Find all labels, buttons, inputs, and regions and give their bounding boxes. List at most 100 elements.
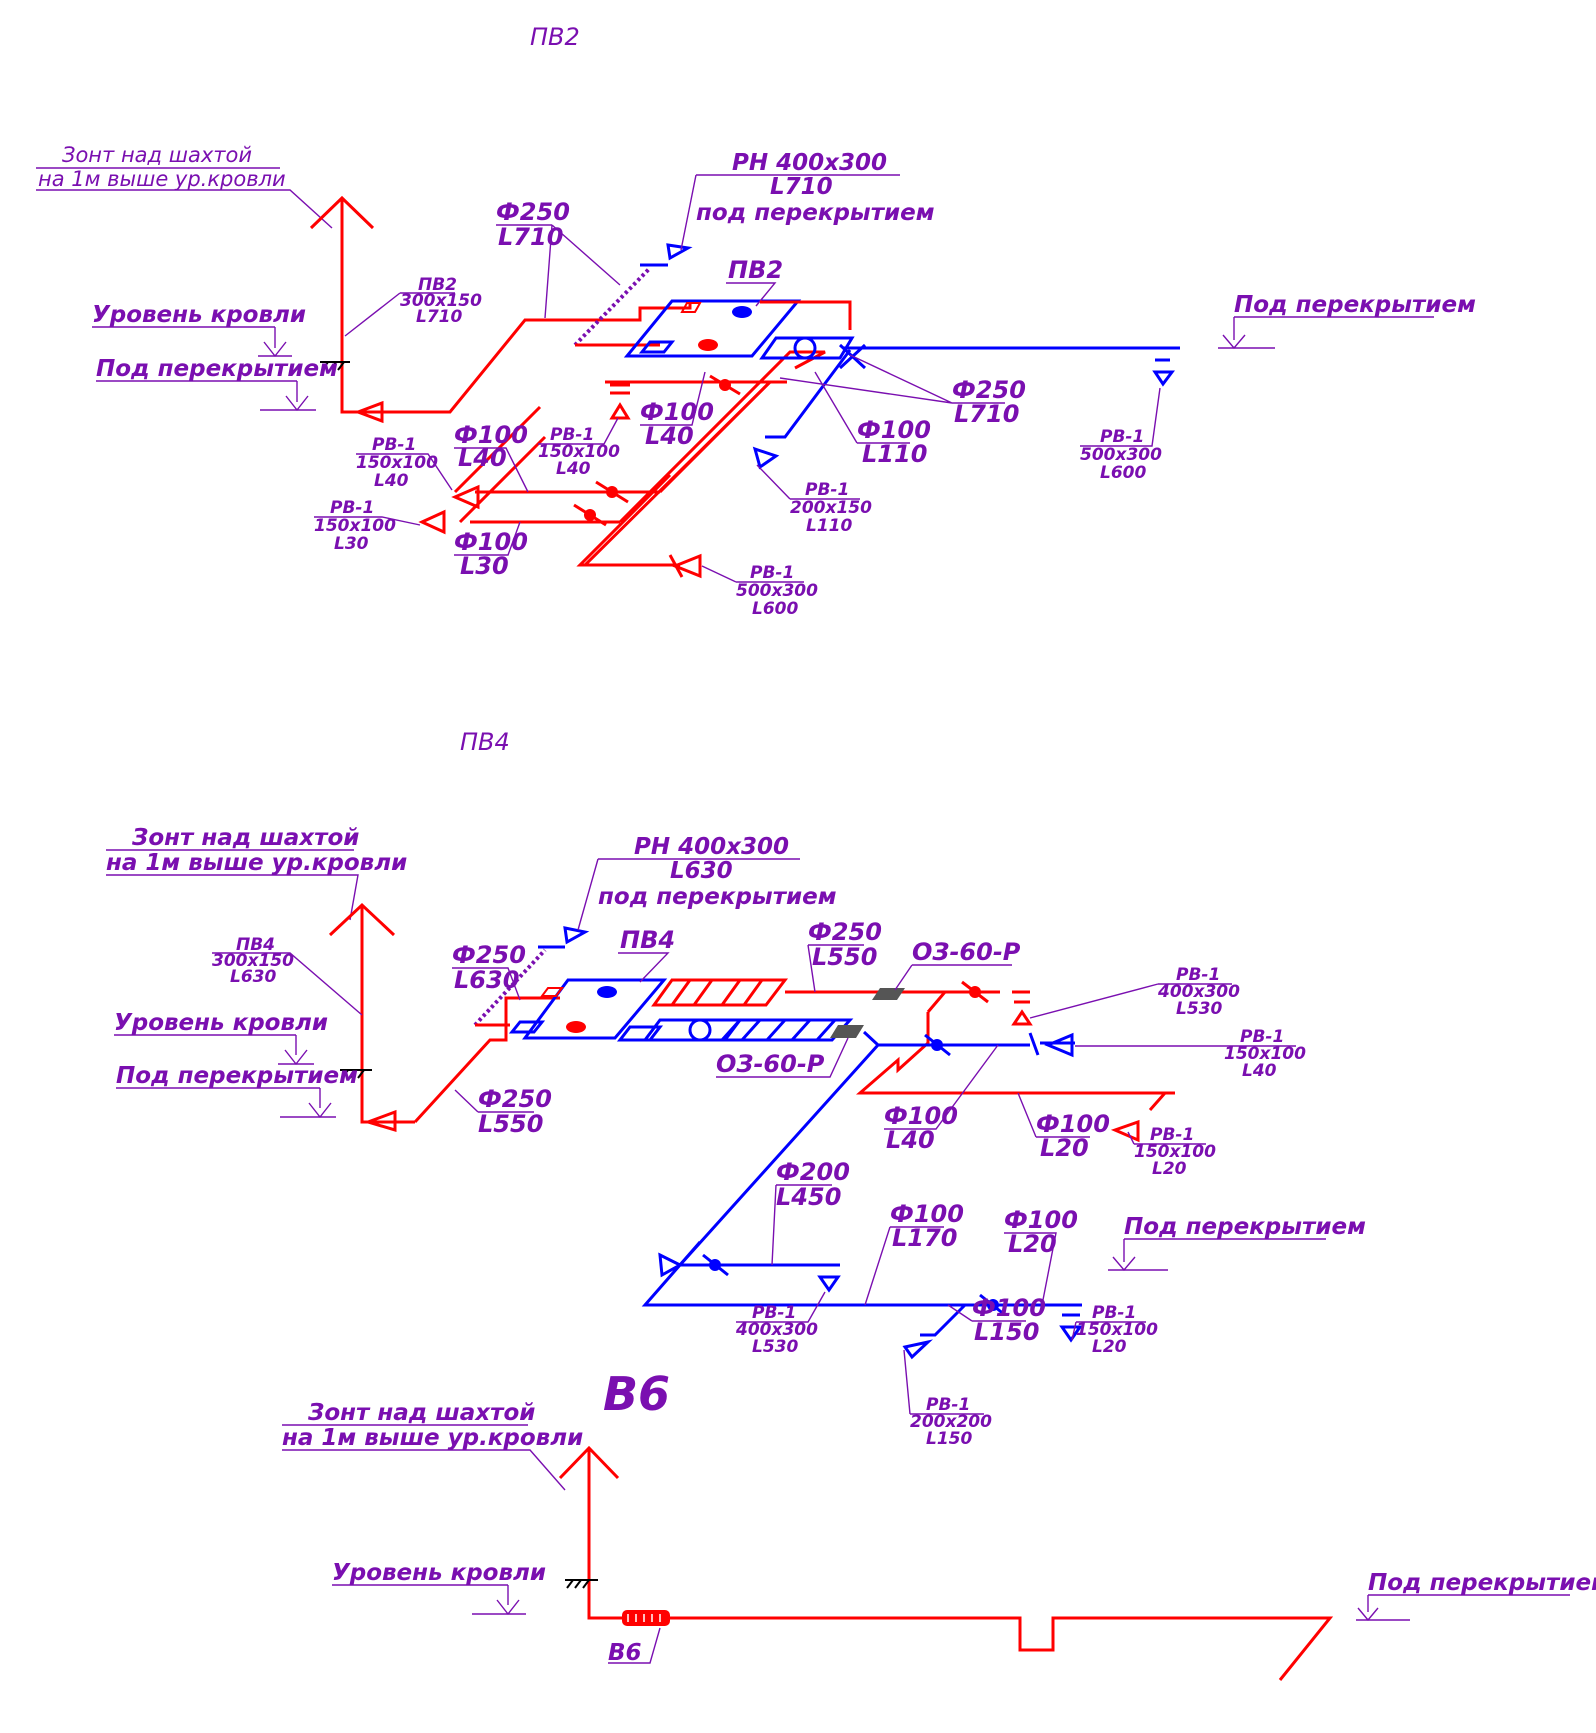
pv4-duct-100-c-leader: [864, 1226, 944, 1306]
pv2-rv-e-len: L110: [806, 516, 852, 536]
pv4-under-ceiling-left-marker: [116, 1087, 336, 1119]
pv2-valve-stems: [573, 374, 741, 527]
pv2-rv-a-leader: [356, 453, 453, 491]
pv4-supply-silencer-cells: [670, 979, 764, 1006]
pv2-intake-length: L710: [770, 174, 833, 200]
pv2-shaft-tag-name: ПВ2: [418, 275, 457, 295]
pv4-shaft-duct: [360, 905, 415, 1124]
pv4-rv-c-leader: [1127, 1131, 1206, 1145]
v6-tag: В6: [608, 1640, 642, 1666]
v6-umbrella-leader: [282, 1424, 566, 1491]
pv2-duct-100-b-leader: [454, 447, 529, 493]
pv4-intake-length: L630: [670, 858, 733, 884]
pv4-rv-d-leader: [736, 1291, 826, 1323]
pv4-rv-a-len: L530: [1176, 999, 1222, 1019]
v6-roof-level-label: Уровень кровли: [332, 1560, 546, 1586]
v6-umbrella-icon: [558, 1445, 620, 1480]
pv2-duct-100-c-dia: Ф100: [640, 398, 714, 426]
pv4-intake-louver-icon: [473, 948, 547, 1027]
pv2-duct-100-c-leader: [640, 371, 706, 426]
pv4-exhaust-riser: [676, 1043, 880, 1267]
pv4-rv-e-icon: [1059, 1325, 1083, 1343]
pv2-rv-e-size: 200x150: [790, 498, 872, 518]
pv4-fire-damper-a-icon: [872, 988, 905, 1000]
pv4-shaft-tag-length: L630: [230, 967, 276, 987]
pv4-unit-supply-flange: [540, 987, 564, 997]
pv2-rv-d-len: L600: [1100, 463, 1146, 483]
pv4-supply-main: [413, 996, 560, 1124]
pv4-duct-100-a-leader: [884, 1044, 999, 1130]
pv4-rv-f-len: L150: [926, 1429, 972, 1449]
pv4-rv-d-len: L530: [752, 1337, 798, 1357]
pv2-rv-f-size: 500x300: [736, 581, 818, 601]
v6-roof-level-marker: [332, 1584, 526, 1616]
pv2-roof-hatch-icon: [320, 361, 350, 371]
pv4-unit-heater-icon: [566, 1021, 586, 1033]
pv4-under-ceiling-left-label: Под перекрытием: [116, 1063, 358, 1089]
pv2-rv-d-icon: [1152, 370, 1175, 387]
pv2-rv-c-name: РВ-1: [550, 425, 594, 445]
pv4-rv-c-name: РВ-1: [1150, 1125, 1194, 1145]
pv2-intake-grille-icon: [666, 243, 693, 261]
pv4-umbrella-leader: [106, 849, 359, 921]
pv2-supply-branch-lines: [470, 490, 660, 524]
pv4-rv-b-icon: [1044, 1032, 1074, 1058]
pv2-duct-250-b-len: L710: [954, 400, 1019, 428]
pv4-rv-e-leader: [1071, 1321, 1146, 1341]
pv2-rv-b-size: 150x100: [314, 516, 396, 536]
pv4-exhaust-valve-a-stem: [924, 1033, 951, 1057]
pv2-rv-e-leader: [756, 464, 860, 500]
v6-main-duct: [670, 1616, 1334, 1681]
pv4-roof-hatch-icon: [340, 1069, 372, 1079]
v6-roof-hatch-icon: [565, 1579, 598, 1589]
pv4-unit-fan-icon: [597, 986, 617, 998]
pv2-duct-100-d-leader: [814, 371, 910, 444]
pv2-duct-250-a-dia: Ф250: [496, 198, 570, 226]
pv4-duct-250-a-dia: Ф250: [452, 941, 526, 969]
pv4-rv-f-leader: [903, 1349, 984, 1415]
pv4-duct-100-a-len: L40: [886, 1126, 935, 1154]
v6-umbrella-line1: Зонт над шахтой: [307, 1400, 535, 1426]
pv4-rv-d-size: 400x300: [735, 1320, 818, 1340]
pv4-shaft-tag-name: ПВ4: [236, 935, 275, 955]
pv2-rv-a-size: 150x100: [356, 453, 438, 473]
pv2-intake-note: под перекрытием: [696, 200, 935, 226]
pv4-unit-connector: [508, 1020, 546, 1034]
pv2-under-ceiling-right-label: Под перекрытием: [1234, 292, 1476, 318]
pv4-unit-leader: [618, 952, 670, 983]
pv4-duct-250-a-leader: [452, 967, 521, 1001]
pv2-rv-f-leader: [701, 565, 804, 583]
pv2-rv-a-len: L40: [374, 471, 409, 491]
pv4-exhaust-lower-main: [641, 1241, 1082, 1307]
pv4-shaft-tag-size: 300x150: [212, 951, 294, 971]
pv2-unit-fan-icon: [732, 306, 752, 318]
pv4-roof-level-label: Уровень кровли: [114, 1010, 328, 1036]
pv4-under-ceiling-right-label: Под перекрытием: [1124, 1214, 1366, 1240]
pv4-duct-100-b-leader: [1017, 1092, 1090, 1138]
pv4-rv-b-bar: [1028, 1032, 1075, 1056]
pv2-intake-leader: [680, 174, 900, 251]
pv4-rv-a-name: РВ-1: [1176, 965, 1220, 985]
pv4-exhaust-silencer-cells: [740, 1018, 837, 1042]
pv2-duct-250-b-leader: [779, 354, 1005, 404]
pv4-rv-c-size: 150x100: [1134, 1142, 1216, 1162]
pv4-title: ПВ4: [460, 728, 510, 756]
pv2-duct-100-d-dia: Ф100: [857, 416, 931, 444]
pv4-duct-250-c-dia: Ф250: [478, 1085, 552, 1113]
pv4-duct-100-e-dia: Ф100: [972, 1294, 1046, 1322]
pv2-shaft-tag-length: L710: [416, 307, 462, 327]
pv2-supply-lower-duct: [581, 380, 787, 567]
pv2-shaft-tag-leader: [344, 292, 455, 337]
pv4-duct-100-e-leader: [947, 1304, 1026, 1322]
pv2-unit-connector: [638, 340, 676, 354]
pv2-shaft-duct: [340, 200, 380, 414]
pv2-duct-250-a-leader: [496, 224, 621, 319]
pv4-umbrella-icon: [328, 902, 396, 937]
pv4-rv-c-len: L20: [1152, 1159, 1187, 1179]
pv2-rv-c-len: L40: [556, 459, 591, 479]
pv2-unit-leader: [726, 282, 777, 307]
pv4-rv-c-icon: [1110, 1119, 1140, 1143]
pv4-duct-250-b-len: L550: [812, 943, 877, 971]
pv2-rv-e-name: РВ-1: [805, 480, 849, 500]
